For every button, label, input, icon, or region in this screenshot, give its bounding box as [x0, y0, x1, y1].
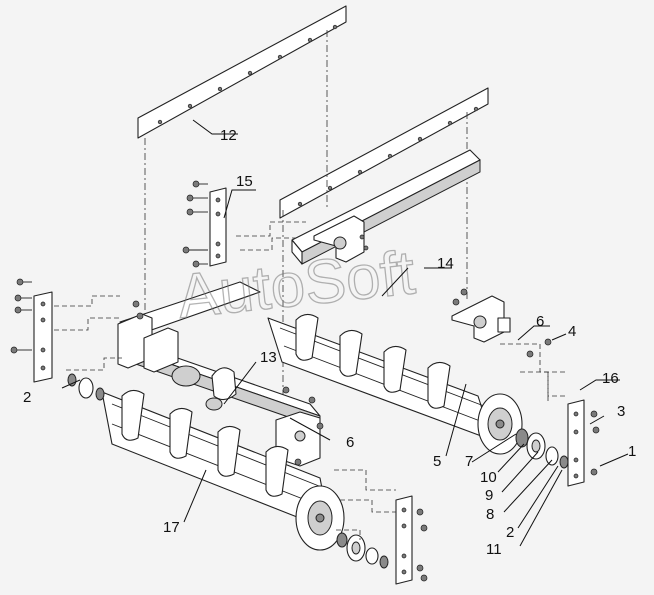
front-bearing-stack: [67, 373, 389, 569]
rear-bracket-right: [451, 295, 511, 343]
front-side-plate-right: [395, 495, 413, 585]
callout-3: 3: [617, 403, 625, 420]
callout-5: 5: [433, 453, 441, 470]
callout-1: 1: [628, 443, 636, 460]
front-side-plate-left: [33, 291, 53, 383]
callout-8: 8: [486, 506, 494, 523]
bolts-right: [132, 288, 600, 582]
callout-6-rear: 6: [536, 313, 544, 330]
front-bracket-left: [117, 313, 237, 411]
callout-2-left: 2: [23, 389, 31, 406]
rear-bearing-stack: [515, 428, 569, 469]
rear-roller: [267, 313, 523, 455]
bolts-left: [10, 278, 32, 354]
callout-4: 4: [568, 323, 576, 340]
front-roller: [101, 389, 345, 551]
rear-bracket-left: [313, 215, 369, 263]
callout-15: 15: [236, 173, 253, 190]
bolts-15: [182, 180, 208, 268]
callout-10: 10: [480, 469, 497, 486]
flat-bar-lower: [279, 87, 489, 219]
callout-6-front: 6: [346, 434, 354, 451]
callout-16: 16: [602, 370, 619, 387]
callout-12: 12: [220, 127, 237, 144]
callout-17: 17: [163, 519, 180, 536]
side-plate-15: [209, 187, 227, 267]
callout-7: 7: [465, 453, 473, 470]
callout-13: 13: [260, 349, 277, 366]
flat-bar-upper: [137, 5, 347, 139]
callout-11: 11: [486, 541, 502, 558]
callout-14: 14: [437, 255, 454, 272]
leader-lines: [61, 119, 629, 547]
rear-side-plate: [567, 399, 585, 487]
callout-2-right: 2: [506, 524, 514, 541]
callout-9: 9: [485, 487, 493, 504]
